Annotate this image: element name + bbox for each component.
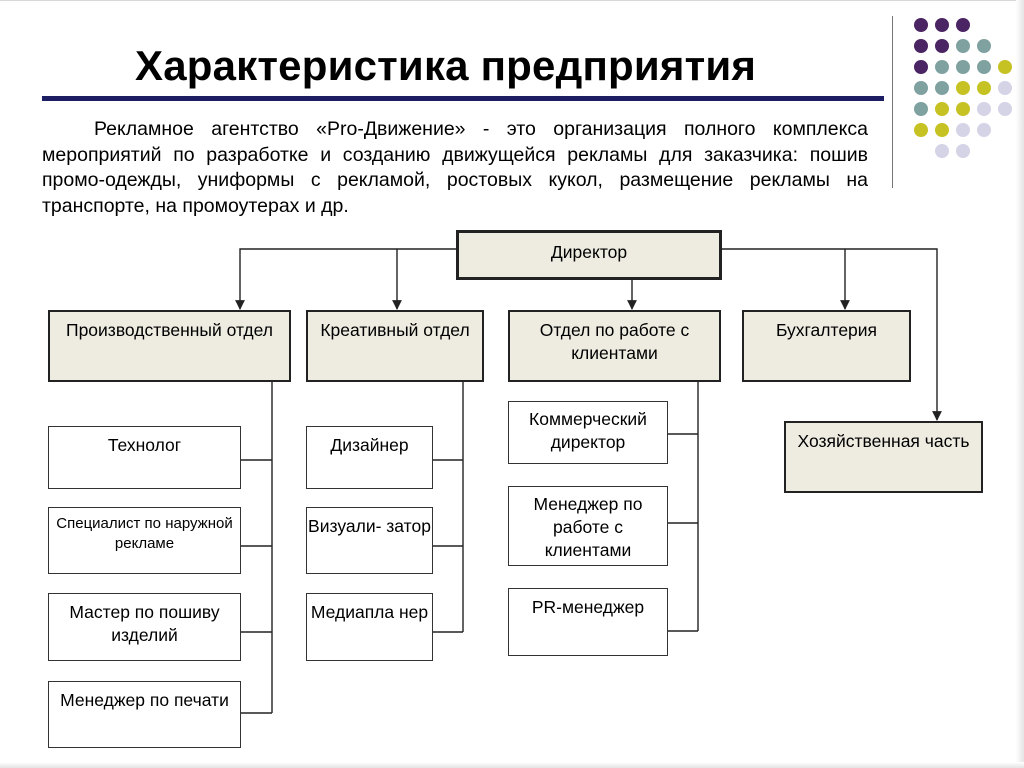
decor-dot xyxy=(914,123,928,137)
slide-frame-bottom xyxy=(0,762,1024,768)
decor-dot xyxy=(935,144,949,158)
decor-dot xyxy=(935,102,949,116)
decor-dot xyxy=(977,39,991,53)
clients-department-box: Отдел по работе с клиентами xyxy=(508,310,721,382)
staff-print-manager: Менеджер по печати xyxy=(48,681,241,748)
decor-dot xyxy=(977,123,991,137)
decor-dot xyxy=(977,102,991,116)
accounting-department-box: Бухгалтерия xyxy=(742,310,911,382)
director-box: Директор xyxy=(456,230,722,280)
staff-outdoor-ad-specialist: Специалист по наружной рекламе xyxy=(48,507,241,574)
staff-designer: Дизайнер xyxy=(306,426,433,489)
decor-dot xyxy=(935,60,949,74)
page-title: Характеристика предприятия xyxy=(135,42,757,89)
creative-department-box: Креативный отдел xyxy=(306,310,484,382)
decor-dot xyxy=(914,102,928,116)
decor-dot xyxy=(914,39,928,53)
intro-paragraph: Рекламное агентство «Pro-Движение» - это… xyxy=(42,118,868,217)
slide-frame-top xyxy=(0,0,1024,1)
decor-dot xyxy=(977,60,991,74)
decor-dot xyxy=(977,81,991,95)
decor-dot xyxy=(998,60,1012,74)
decor-dot xyxy=(935,123,949,137)
decor-dot xyxy=(935,39,949,53)
slide-frame-right xyxy=(1016,0,1024,768)
decor-dot xyxy=(998,102,1012,116)
staff-client-manager: Менеджер по работе с клиентами xyxy=(508,486,668,566)
staff-visualizer: Визуали- затор xyxy=(306,507,433,574)
staff-technologist: Технолог xyxy=(48,426,241,489)
decor-dot xyxy=(956,144,970,158)
production-department-box: Производственный отдел xyxy=(48,310,291,382)
staff-sewing-master: Мастер по пошиву изделий xyxy=(48,593,241,661)
decor-dot xyxy=(914,60,928,74)
arrow-to-household xyxy=(722,248,942,421)
arrow-to-production xyxy=(235,248,456,310)
decor-dot xyxy=(956,81,970,95)
staff-media-planner: Медиапла нер xyxy=(306,593,433,661)
household-box: Хозяйственная часть xyxy=(784,421,983,493)
decor-dot xyxy=(956,123,970,137)
title-underline xyxy=(42,96,884,101)
staff-pr-manager: PR-менеджер xyxy=(508,588,668,656)
decor-dot xyxy=(935,81,949,95)
decor-dot xyxy=(914,81,928,95)
decor-dot xyxy=(956,60,970,74)
decor-dot xyxy=(956,18,970,32)
decor-dot xyxy=(956,39,970,53)
staff-commercial-director: Коммерческий директор xyxy=(508,401,668,464)
decor-dot xyxy=(914,18,928,32)
decor-dot xyxy=(935,18,949,32)
decor-separator xyxy=(892,16,893,188)
decor-dot xyxy=(998,81,1012,95)
decor-dot xyxy=(956,102,970,116)
